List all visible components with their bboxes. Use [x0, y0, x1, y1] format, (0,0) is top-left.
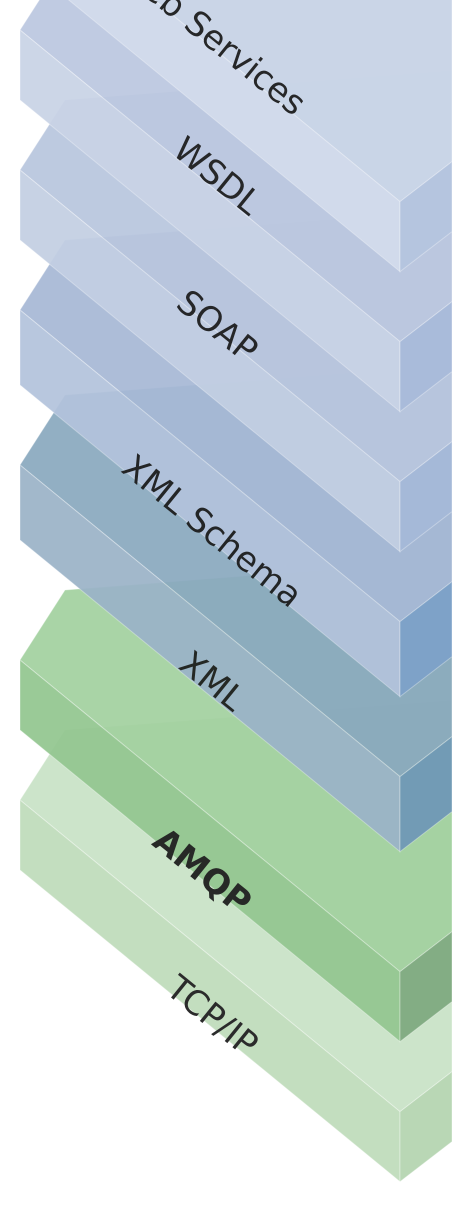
layer-side-face — [399, 300, 452, 413]
layer-wsdl: WSDL — [19, 0, 452, 413]
layer-side-face — [399, 440, 452, 553]
layer-side-face — [399, 735, 452, 853]
layer-side-face — [399, 1070, 452, 1183]
layer-side-face — [399, 930, 452, 1043]
layer-side-face — [399, 580, 452, 698]
layer-side-face — [399, 160, 452, 273]
